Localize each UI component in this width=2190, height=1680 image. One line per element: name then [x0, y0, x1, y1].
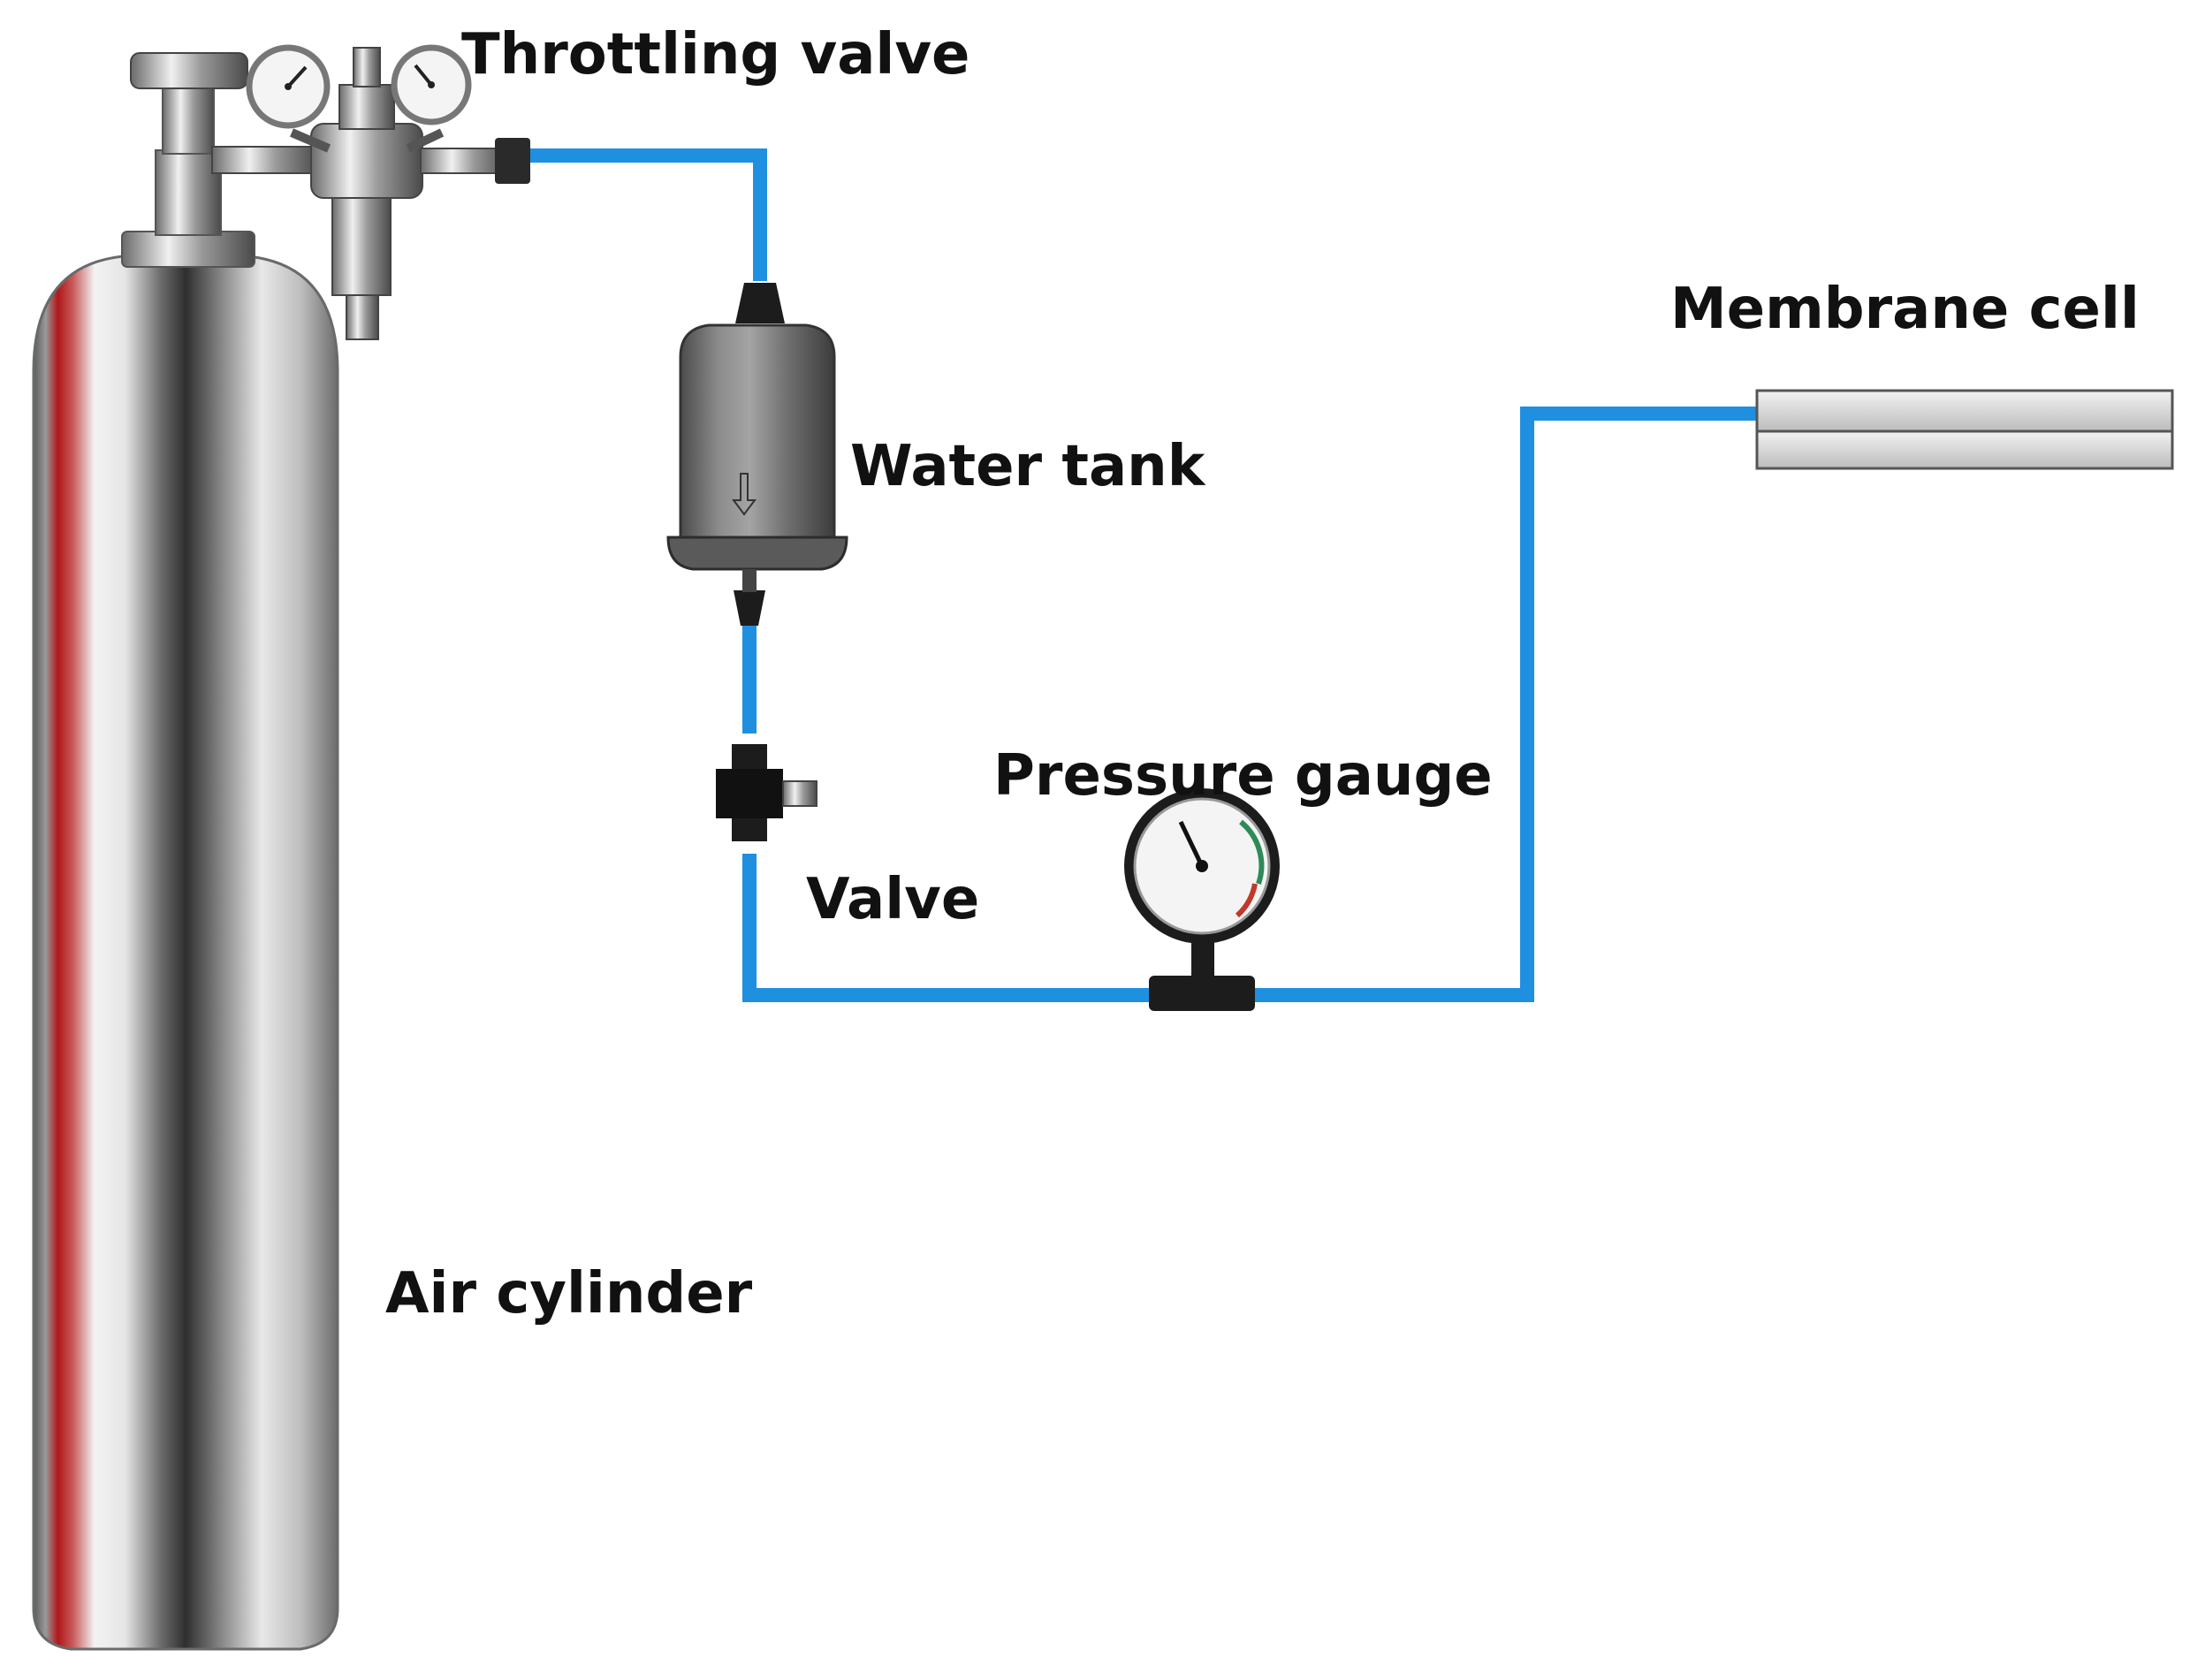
regulator-adjust-stem: [353, 47, 381, 87]
tube-valve-to-gauge: [742, 854, 1149, 1002]
tube-regulator-to-tank: [530, 148, 767, 281]
cylinder-neck: [155, 149, 222, 236]
throttling-valve-label: Throttling valve: [461, 22, 970, 87]
regulator-gauge-right: [391, 44, 472, 125]
regulator-gauge-left: [246, 44, 331, 129]
cylinder-collar: [121, 231, 255, 268]
valve-side-port: [782, 780, 817, 807]
tank-inlet-fitting: [735, 283, 785, 323]
regulator-body: [310, 123, 423, 199]
air-cylinder-label: Air cylinder: [385, 1261, 753, 1327]
tank-flow-arrow: [732, 473, 757, 516]
gauge-tee-fitting: [1149, 976, 1255, 1011]
water-tank: [666, 283, 848, 626]
regulator-inlet-pipe: [211, 146, 319, 174]
regulator-outlet-pipe: [420, 148, 510, 174]
regulator-bonnet: [338, 84, 395, 130]
tank-outlet-fitting: [734, 590, 765, 626]
throttling-valve-assembly: [211, 44, 530, 340]
tank-bottom-flange: [666, 536, 848, 571]
cylinder-valve-stem: [162, 87, 215, 155]
membrane-cell: [1755, 389, 2174, 470]
valve: [716, 744, 817, 841]
cylinder-handwheel: [130, 52, 248, 89]
pressure-gauge-label: Pressure gauge: [993, 743, 1493, 809]
regulator-outlet-nut: [495, 138, 530, 184]
membrane-cell-label: Membrane cell: [1670, 277, 2140, 342]
regulator-bottom-nipple: [346, 294, 379, 340]
air-cylinder: [32, 52, 339, 1651]
tubing: [530, 148, 1757, 1002]
water-tank-label: Water tank: [850, 434, 1205, 499]
gauge-stem: [1191, 939, 1214, 979]
tube-gauge-to-membrane: [1255, 407, 1757, 1002]
pressure-gauge: [1124, 788, 1280, 1011]
valve-label: Valve: [806, 867, 980, 932]
regulator-lower-body: [331, 197, 392, 296]
